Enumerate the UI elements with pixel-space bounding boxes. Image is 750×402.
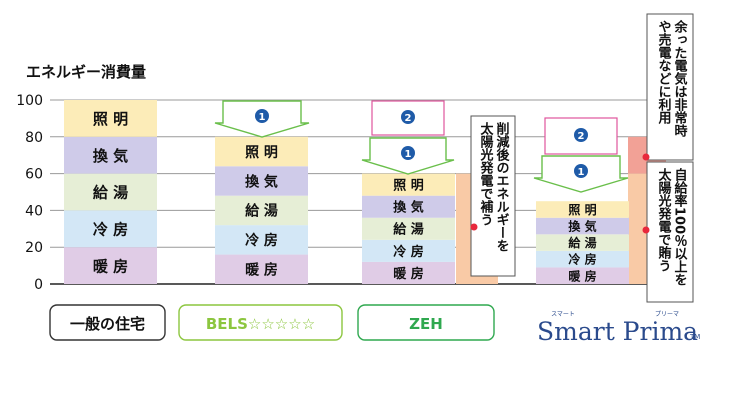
prima-surplus-note-column: や売電などに利用 — [656, 20, 673, 125]
bar-segment — [362, 173, 455, 196]
prima-surplus-note — [646, 13, 694, 161]
step-badge-number: 2 — [578, 131, 585, 142]
brand-ruby-prima: プリーマ — [655, 311, 679, 318]
bar-segment-label: 照 明 — [393, 179, 424, 194]
zeh-side-note-column: 太陽光発電で補う — [478, 121, 495, 226]
bar-segment — [215, 225, 308, 255]
category-label-box — [178, 304, 343, 341]
bar-segment — [215, 166, 308, 196]
bar-segment — [215, 254, 308, 284]
bar-segment — [362, 239, 455, 262]
category-label-box — [49, 304, 166, 341]
category-label-box — [357, 304, 495, 341]
zeh-side-note-column: 削減後のエネルギーを — [494, 121, 510, 252]
step-badge-number: 1 — [405, 149, 412, 160]
bar-segment-label: 冷 房 — [93, 221, 128, 239]
prima-surplus-note-text: 余った電気は非常時や売電などに利用 — [656, 19, 689, 138]
bar-segment-label: 給 湯 — [245, 203, 278, 220]
annotation-dot — [470, 223, 478, 231]
step-badge — [255, 109, 269, 123]
step-badge — [401, 110, 415, 124]
brand-ruby-smart: スマート — [551, 311, 575, 318]
brand-trademark: TM — [689, 333, 700, 341]
bar-segment-label: 暖 房 — [245, 262, 278, 279]
bar-segment-label: 照 明 — [245, 145, 278, 161]
y-tick-label: 60 — [25, 167, 43, 183]
bar-segment — [215, 195, 308, 226]
y-tick-label: 80 — [25, 130, 43, 146]
bar-segment-label: 暖 房 — [393, 266, 424, 282]
bar-segment — [536, 267, 629, 284]
annotation-dot — [642, 153, 650, 161]
annotation-dot — [642, 226, 650, 234]
prima-selfsupply-note-column: 太陽光発電で賄う — [656, 167, 673, 272]
y-tick-label: 20 — [25, 240, 43, 256]
zeh-side-note — [470, 115, 516, 277]
bar-segment — [362, 217, 455, 240]
bar-segment-label: 給 湯 — [93, 184, 128, 202]
bar-segment — [536, 250, 629, 268]
y-tick-label: 40 — [25, 203, 43, 219]
bar-segment-label: 給 湯 — [393, 222, 424, 238]
step-badge-number: 1 — [578, 167, 585, 178]
y-tick-label: 100 — [16, 93, 43, 109]
bar-segment-label: 冷 房 — [245, 232, 278, 249]
bar-segment-label: 暖 房 — [93, 257, 128, 275]
prima-selfsupply-note-column: 自給率100％以上を — [672, 167, 688, 286]
zeh-step2-box — [371, 100, 445, 136]
bar-segment-label: 照 明 — [93, 110, 128, 128]
step-badge-number: 2 — [405, 113, 412, 124]
step-badge — [574, 128, 588, 142]
bar-segment — [536, 234, 629, 251]
bar-segment-label: 冷 房 — [568, 252, 596, 267]
bar-segment-label: 給 湯 — [568, 235, 596, 250]
brand-logo-text: Smart Prima — [537, 317, 698, 346]
step-badge — [574, 164, 588, 178]
bar-segment-label: 換 気 — [393, 200, 424, 216]
bar-segment — [64, 210, 157, 248]
step-badge — [401, 146, 415, 160]
prima-selfsupply-note-text: 自給率100％以上を太陽光発電で賄う — [656, 167, 688, 286]
bar-segment — [362, 261, 455, 284]
bar-segment-label: 換 気 — [568, 219, 596, 234]
bar-segment — [362, 195, 455, 218]
bar-segment — [64, 247, 157, 284]
bar-segment-label: 暖 房 — [568, 268, 596, 283]
y-tick-label: 0 — [34, 277, 43, 293]
bar-segment-label: 換 気 — [245, 173, 278, 190]
zeh-side-note-text: 削減後のエネルギーを太陽光発電で補う — [478, 121, 510, 252]
bar-segment-label: 照 明 — [568, 202, 596, 217]
prima-selfsupply-note — [646, 161, 694, 303]
category-label: 一般の住宅 — [70, 315, 145, 333]
bar-segment — [536, 201, 629, 218]
bar-segment — [64, 100, 157, 137]
step-badge-number: 1 — [259, 112, 266, 123]
chart-title: エネルギー消費量 — [26, 63, 146, 81]
prima-surplus-note-column: 余った電気は非常時 — [672, 19, 689, 138]
category-label: ZEH — [409, 315, 443, 333]
bar-segment — [64, 136, 157, 174]
category-label: BELS☆☆☆☆☆ — [206, 315, 315, 333]
bar-segment — [64, 173, 157, 211]
bar-segment-label: 換 気 — [93, 147, 128, 165]
bar-segment — [215, 136, 308, 167]
bar-segment-label: 冷 房 — [393, 244, 424, 260]
bar-segment — [536, 217, 629, 235]
